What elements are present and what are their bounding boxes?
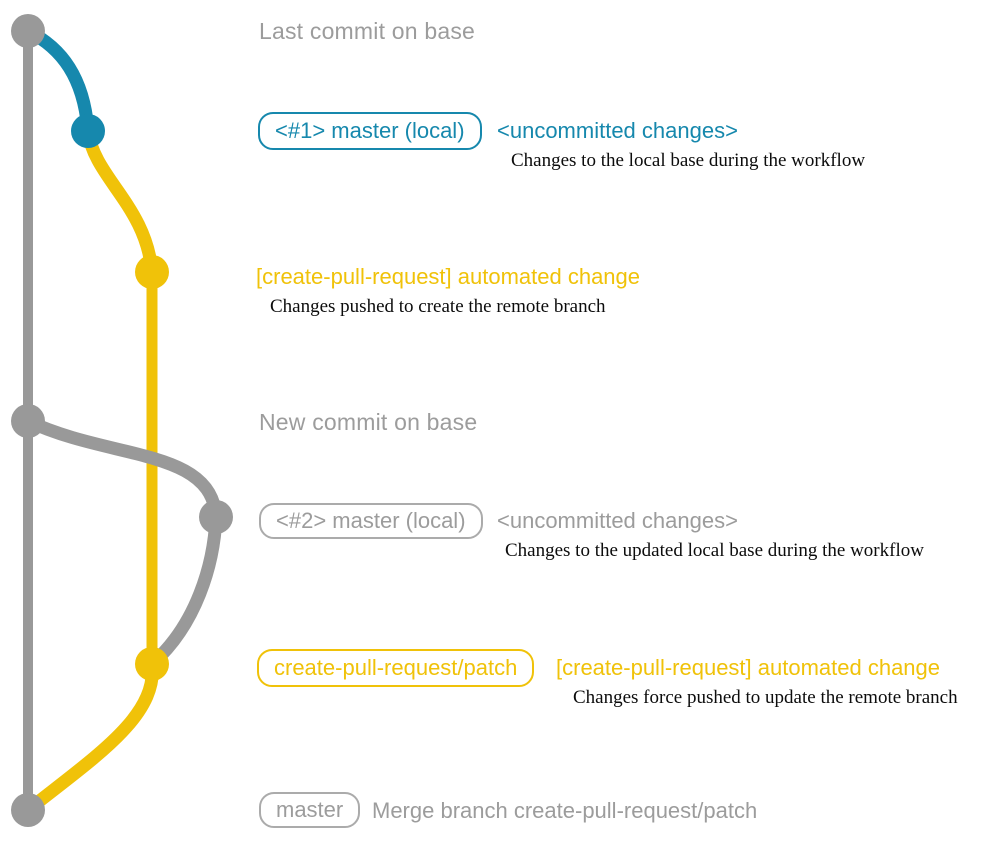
badge-master-local-1: <#1> master (local)	[258, 112, 482, 150]
edge-local-master-2	[21, 414, 223, 524]
title-uncommitted-changes-2: <uncommitted changes>	[497, 508, 738, 533]
edge-merge-to-base	[21, 657, 159, 817]
badge-create-pull-request-patch: create-pull-request/patch	[257, 649, 535, 687]
edge-create-patch-branch	[81, 124, 159, 279]
caption-updated-local-base-changes: Changes to the updated local base during…	[505, 540, 924, 561]
commit-node-last-base	[11, 14, 45, 48]
commit-node-patch-2	[135, 647, 169, 681]
title-automated-change-2: [create-pull-request] automated change	[556, 655, 941, 680]
badge-master: master	[259, 792, 361, 828]
label-new-commit-on-base: New commit on base	[259, 409, 478, 435]
commit-node-merge	[11, 793, 45, 827]
label-last-commit-on-base: Last commit on base	[259, 18, 476, 44]
title-uncommitted-changes-1: <uncommitted changes>	[497, 118, 738, 143]
commit-node-master-1	[71, 114, 105, 148]
title-merge-branch: Merge branch create-pull-request/patch	[372, 798, 758, 823]
edge-rebase-to-patch	[145, 510, 223, 671]
commit-node-new-base	[11, 404, 45, 438]
commit-graph	[11, 14, 233, 827]
caption-changes-pushed: Changes pushed to create the remote bran…	[270, 296, 606, 317]
commit-node-master-2	[199, 500, 233, 534]
badge-master-local-2: <#2> master (local)	[259, 503, 483, 539]
title-automated-change-1: [create-pull-request] automated change	[256, 264, 641, 289]
edge-local-master-1	[21, 24, 95, 138]
caption-local-base-changes: Changes to the local base during the wor…	[511, 150, 866, 171]
caption-changes-force-pushed: Changes force pushed to update the remot…	[573, 687, 958, 708]
commit-node-patch-1	[135, 255, 169, 289]
